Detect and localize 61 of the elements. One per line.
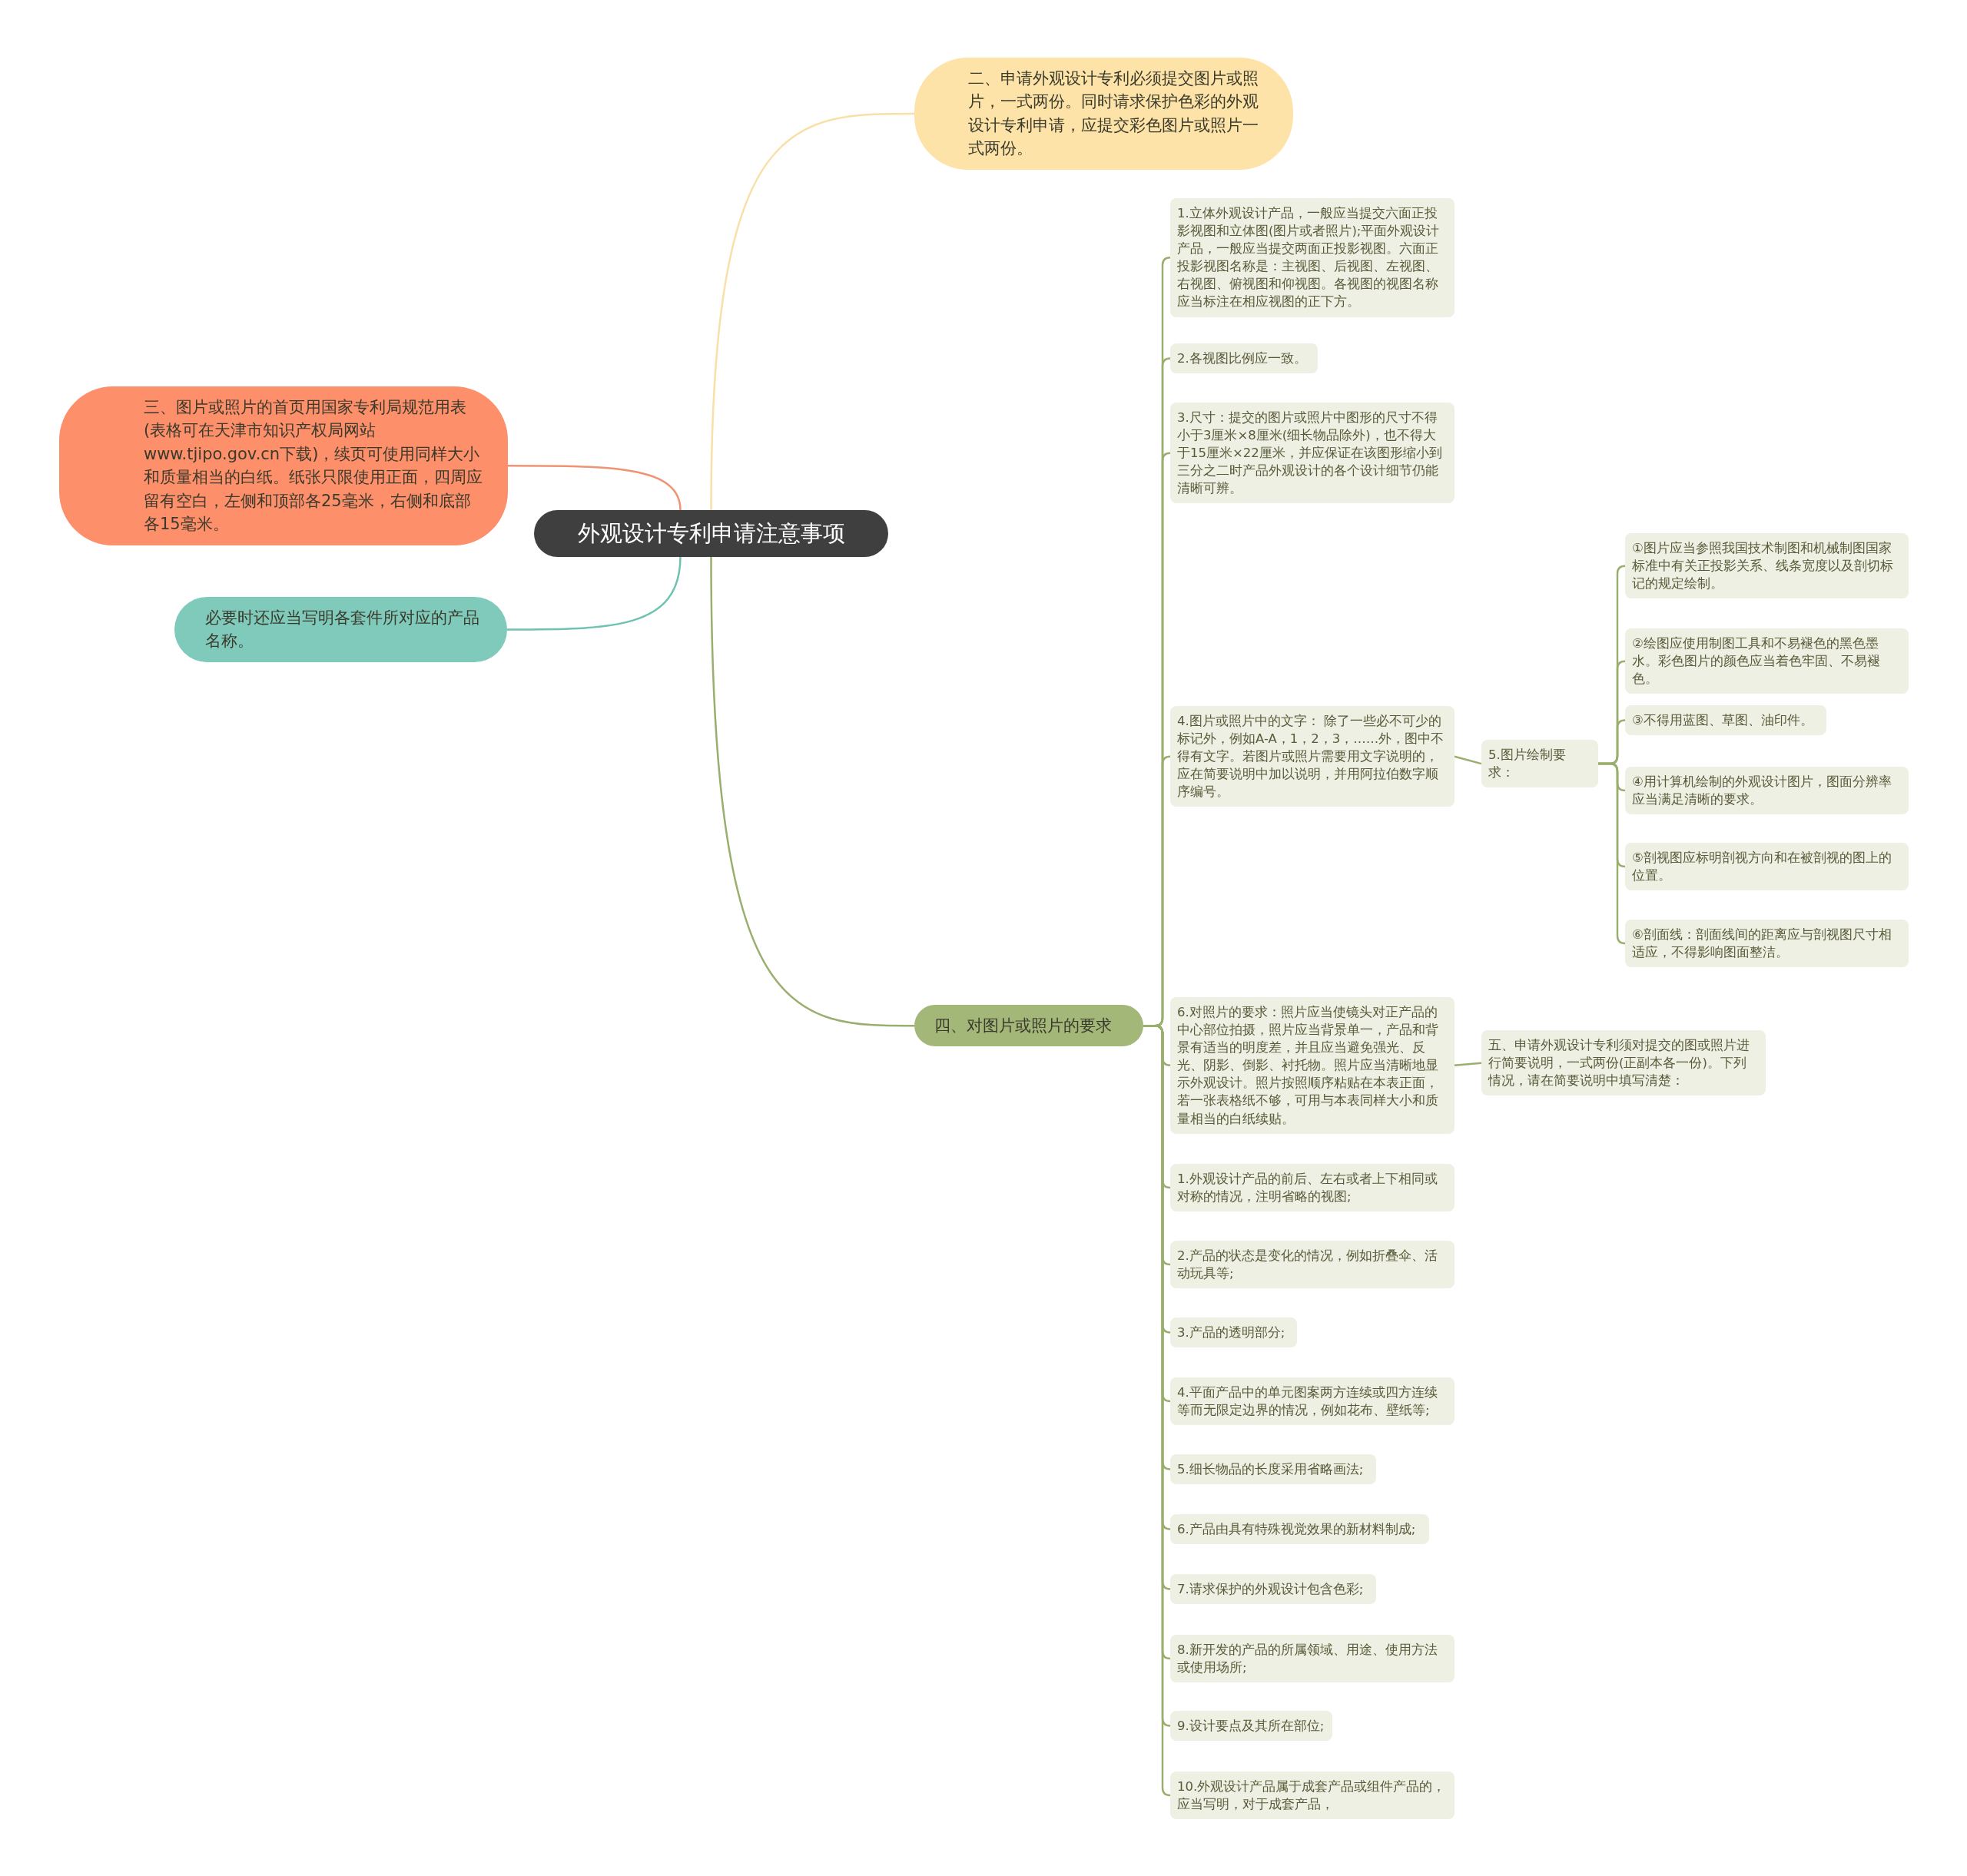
topic-text: 3.尺寸：提交的图片或照片中图形的尺寸不得小于3厘米×8厘米(细长物品除外)，也不得大于15厘米×22厘米，并应保证在该图形缩小到三分之二时产品外观设计的各个设计细节仍能清晰可辨。 [1177,409,1443,498]
subtopic-card [1170,1711,1332,1742]
topic-text: 8.新开发的产品的所属领域、用途、使用方法或使用场所; [1177,1642,1438,1677]
subtopic-card [1170,1318,1297,1348]
topic-text: 三、图片或照片的首页用国家专利局规范用表(表格可在天津市知识产权局网站www.tjipo.gov.cn下载)，续页可使用同样大小和质量相当的白纸。纸张只限使用正面，四周应留有空白，左侧和顶部各25毫米，右侧和底部各15毫米。 [144,397,483,535]
subtopic-card [1170,1164,1455,1212]
connector-line [710,112,914,511]
topic-text: 2.各视图比例应一致。 [1177,350,1307,367]
subtopic-card [1170,343,1318,374]
subtopic-card [1625,705,1826,736]
subtopic-card [1481,740,1598,788]
subtopic-card [1170,1574,1376,1605]
topic-text: 2.产品的状态是变化的情况，例如折叠伞、活动玩具等; [1177,1248,1438,1283]
connector-line [710,556,914,1027]
topic-text: ⑥剖面线：剖面线间的距离应与剖视图尺寸相适应，不得影响图面整洁。 [1632,926,1892,962]
topic-text: 四、对图片或照片的要求 [934,1016,1112,1036]
topic-text: 1.立体外观设计产品，一般应当提交六面正投影视图和立体图(图片或者照片);平面外观设计产品，一般应当提交两面正投影视图。六面正投影视图名称是：主视图、后视图、左视图、右视图、俯视图和仰视图。各视图的视图名称应当标注在相应视图的正下方。 [1177,205,1441,311]
topic-text: 4.图片或照片中的文字： 除了一些必不可少的标记外，例如A-A，1，2，3，……外，图中不得有文字。若图片或照片需要用文字说明的，应在简要说明中加以说明，并用阿拉伯数字顺序编号。 [1177,713,1445,801]
topic-text: ②绘图应使用制图工具和不易褪色的黑色墨水。彩色图片的颜色应当着色牢固、不易褪色。 [1632,635,1881,688]
topic-text: 6.产品由具有特殊视觉效果的新材料制成; [1177,1521,1416,1538]
topic-text: 4.平面产品中的单元图案两方连续或四方连续等而无限定边界的情况，例如花布、壁纸等; [1177,1384,1438,1420]
subtopic-card [1170,1454,1376,1485]
subtopic-card [1170,198,1455,317]
topic-text: 五、申请外观设计专利须对提交的图或照片进行简要说明，一式两份(正副本各一份)。下列情况，请在简要说明中填写清楚： [1488,1037,1750,1090]
topic-text: 5.细长物品的长度采用省略画法; [1177,1461,1364,1478]
subtopic-card [1170,1514,1429,1545]
topic-bubble [59,386,508,545]
subtopic-card [1170,403,1455,504]
subtopic-card [1170,1635,1455,1683]
subtopic-card [1625,843,1909,891]
topic-text: ①图片应当参照我国技术制图和机械制图国家标准中有关正投影关系、线条宽度以及剖切标记的规定绘制。 [1632,540,1894,593]
subtopic-card [1625,767,1909,815]
subtopic-card [1170,1241,1455,1289]
topic-text: 5.图片绘制要求： [1488,747,1567,782]
subtopic-card [1481,1030,1766,1096]
subtopic-card [1625,628,1909,694]
topic-text: ④用计算机绘制的外观设计图片，图面分辨率应当满足清晰的要求。 [1632,774,1892,809]
topic-text: ③不得用蓝图、草图、油印件。 [1632,712,1813,729]
connector-line [508,465,682,511]
topic-text: 1.外观设计产品的前后、左右或者上下相同或对称的情况，注明省略的视图; [1177,1171,1438,1206]
topic-text: 10.外观设计产品属于成套产品或组件产品的，应当写明，对于成套产品， [1177,1778,1447,1814]
topic-text: 必要时还应当写明各套件所对应的产品名称。 [205,608,480,652]
topic-text: 外观设计专利申请注意事项 [577,519,845,548]
topic-bubble [914,1005,1143,1047]
topic-text: 9.设计要点及其所在部位; [1177,1718,1325,1735]
subtopic-card [1170,1772,1455,1820]
topic-text: ⑤剖视图应标明剖视方向和在被剖视的图上的位置。 [1632,850,1892,885]
subtopic-card [1170,997,1455,1134]
subtopic-card [1170,1377,1455,1426]
subtopic-card [1625,533,1909,599]
connector-line [1454,755,1482,765]
topic-text: 6.对照片的要求：照片应当使镜头对正产品的中心部位拍摄，照片应当背景单一，产品和背景有适当的明度差，并且应当避免强光、反光、阴影、倒影、衬托物。照片应当清晰地显示外观设计。照片按照顺序粘贴在本表正面，若一张表格纸不够，可用与本表同样大小和质量相当的白纸续贴。 [1177,1004,1439,1128]
connector-line [1454,1062,1482,1067]
central-topic [534,510,888,557]
subtopic-card [1170,706,1455,807]
topic-text: 二、申请外观设计专利必须提交图片或照片，一式两份。同时请求保护色彩的外观设计专利申请，应提交彩色图片或照片一式两份。 [968,68,1259,160]
connector-line [1598,762,1627,945]
topic-text: 3.产品的透明部分; [1177,1324,1285,1341]
connector-line [507,556,682,631]
topic-text: 7.请求保护的外观设计包含色彩; [1177,1581,1364,1598]
subtopic-card [1625,920,1909,968]
